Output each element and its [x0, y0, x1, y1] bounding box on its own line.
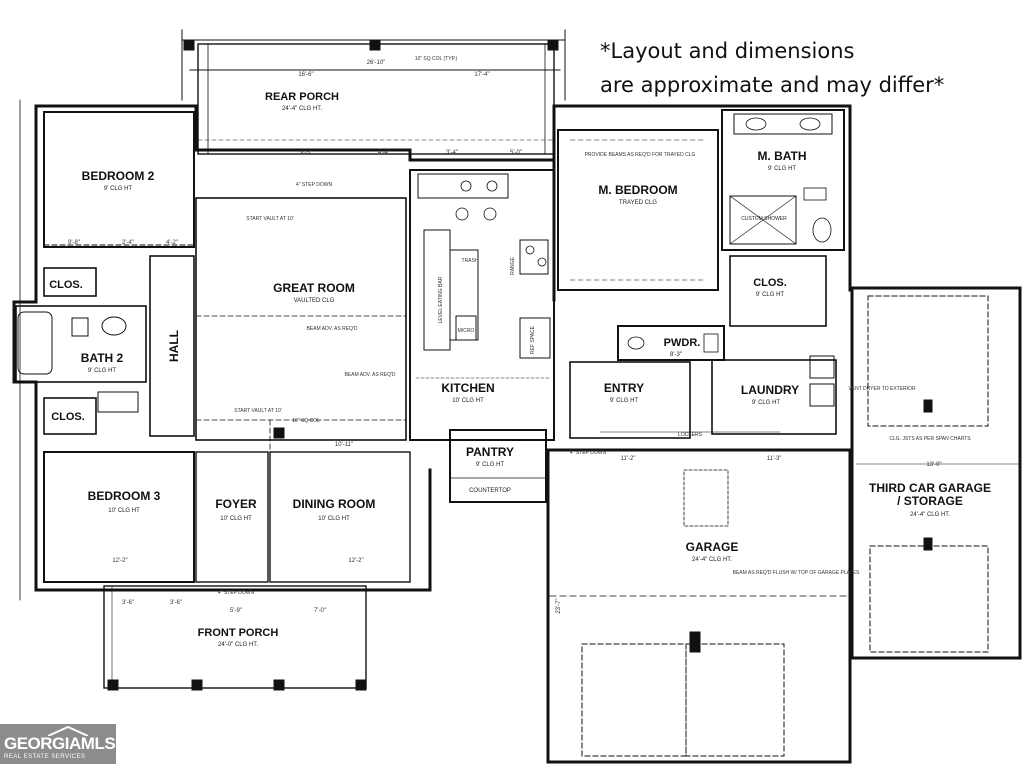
hall-label: HALL	[167, 330, 181, 362]
custom-shower-label: CUSTOM SHOWER	[741, 216, 787, 222]
dim-2-4: 2'-4"	[122, 240, 134, 246]
kitchen-label: KITCHEN	[441, 381, 494, 395]
third-car-storage-label: / STORAGE	[897, 494, 963, 508]
clg-jsts-note: CLG. JSTS AS PER SPAN CHARTS	[889, 436, 971, 442]
dim-5-9: 5'-9"	[230, 608, 242, 614]
front-porch-sub: 24'-0" CLG HT.	[218, 642, 258, 648]
rear-porch-label: REAR PORCH	[265, 91, 339, 103]
ref-space-note: REF SPACE	[530, 325, 536, 354]
dim-11-2: 11'-2"	[621, 456, 636, 462]
pantry-label: PANTRY	[466, 445, 514, 459]
dim-3-6b: 3'-6"	[170, 600, 182, 606]
master-closet-label: CLOS.	[753, 277, 787, 289]
entry-sub: 9' CLG HT	[610, 398, 638, 404]
trash-note: TRASH	[462, 258, 479, 264]
dim-23-7: 23'-7"	[556, 598, 562, 613]
bath2-sub: 9' CLG HT	[88, 368, 116, 374]
step-down-note: 4" STEP DOWN	[296, 182, 333, 188]
beam-adv-note: BEAM ADV. AS REQ'D	[306, 326, 357, 332]
lockers-label: LOCKERS	[678, 432, 703, 438]
dim-11-3: 11'-3"	[767, 456, 782, 462]
step-down-note-2: 4" STEP DOWN	[570, 450, 607, 456]
range-note: RANGE	[510, 256, 516, 274]
laundry-sub: 9' CLG HT	[752, 400, 780, 406]
pwdr-sub: 8'-3"	[670, 352, 682, 358]
great-room-sub: VAULTED CLG	[294, 298, 335, 304]
bedroom3-sub: 10' CLG HT	[108, 508, 140, 514]
dim-3-4: 3'-4"	[446, 150, 458, 156]
provide-beams-note: PROVIDE BEAMS AS REQ'D FOR TRAYED CLG	[585, 152, 696, 158]
laundry-label: LAUNDRY	[741, 383, 799, 397]
col-typ-note: 10" SQ COL (TYP.)	[415, 56, 458, 62]
dim-3-6: 3'-6"	[122, 600, 134, 606]
bedroom3-label: BEDROOM 3	[88, 489, 161, 503]
countertop-label: COUNTERTOP	[469, 488, 511, 494]
watermark-tagline: REAL ESTATE SERVICES	[4, 754, 86, 760]
pantry-sub: 9' CLG HT	[476, 462, 504, 468]
foyer-label: FOYER	[215, 497, 257, 511]
garage-label: GARAGE	[686, 540, 739, 554]
bath2-label: BATH 2	[81, 351, 124, 365]
front-step-note: 4" STEP DOWN	[218, 590, 255, 596]
watermark-brand: GEORGIAMLS	[4, 734, 116, 753]
bedroom2-sub: 9' CLG HT	[104, 186, 132, 192]
dim-10-11: 10'-11"	[335, 442, 353, 448]
roof-logo-icon	[48, 726, 88, 736]
dim-4-2: 4'-2"	[166, 240, 178, 246]
dining-room-sub: 10' CLG HT	[318, 516, 350, 522]
start-vault-note: START VAULT AT 10'	[246, 216, 294, 222]
third-car-garage-label: THIRD CAR GARAGE	[869, 481, 991, 495]
dim-26-10: 26'-10"	[367, 60, 386, 66]
garage-sub: 24'-4" CLG HT.	[692, 557, 732, 563]
start-vault-note-2: START VAULT AT 10'	[234, 408, 282, 414]
master-closet-sub: 9' CLG HT	[756, 292, 784, 298]
level-eating-note: LEVEL EATING BAR	[438, 276, 444, 323]
third-car-sub: 24'-4" CLG HT.	[910, 512, 950, 518]
bedroom2-label: BEDROOM 2	[82, 169, 155, 183]
dim-9-3: 9'-3"	[300, 150, 312, 156]
vent-dryer-note: VENT DRYER TO EXTERIOR	[848, 386, 916, 392]
foyer-sub: 10' CLG HT	[220, 516, 252, 522]
entry-label: ENTRY	[604, 381, 644, 395]
dim-9-8: 9'-8"	[68, 240, 80, 246]
closet-mid-label: CLOS.	[51, 411, 85, 423]
beam-adv-note-2: BEAM ADV. AS REQ'D	[344, 372, 395, 378]
pwdr-label: PWDR.	[664, 337, 701, 349]
beam-garage-note: BEAM AS REQ'D FLUSH W/ TOP OF GARAGE PLA…	[733, 570, 860, 576]
dim-13-0: 13'-0"	[926, 462, 941, 468]
dim-5-0: 5'-0"	[510, 150, 522, 156]
dining-room-label: DINING ROOM	[293, 497, 376, 511]
dim-12-2: 12'-2"	[112, 558, 127, 564]
closet-top-label: CLOS.	[49, 279, 83, 291]
dim-16-6: 16'-6"	[298, 72, 313, 78]
m-bedroom-label: M. BEDROOM	[598, 183, 677, 197]
great-room-label: GREAT ROOM	[273, 281, 355, 295]
disclaimer-line-1: *Layout and dimensions	[600, 39, 855, 63]
disclaimer-note: *Layout and dimensions are approximate a…	[600, 34, 1010, 102]
rear-porch-sub: 24'-4" CLG HT.	[282, 106, 322, 112]
dim-7-0: 7'-0"	[314, 608, 326, 614]
dim-4-4: 4'-4"	[378, 150, 390, 156]
dim-17-4: 17'-4"	[474, 72, 489, 78]
disclaimer-line-2: are approximate and may differ*	[600, 73, 945, 97]
micro-note: MICRO	[458, 328, 475, 334]
m-bath-label: M. BATH	[757, 149, 806, 163]
kitchen-sub: 10' CLG HT	[452, 398, 484, 404]
dim-12-2b: 12'-2"	[348, 558, 363, 564]
col-10sq-note: 10" SQ COL	[292, 418, 320, 424]
m-bath-sub: 9' CLG HT	[768, 166, 796, 172]
m-bedroom-sub: TRAYED CLG	[619, 200, 657, 206]
front-porch-label: FRONT PORCH	[198, 627, 279, 639]
georgiamls-watermark: GEORGIAMLS REAL ESTATE SERVICES	[0, 724, 116, 764]
